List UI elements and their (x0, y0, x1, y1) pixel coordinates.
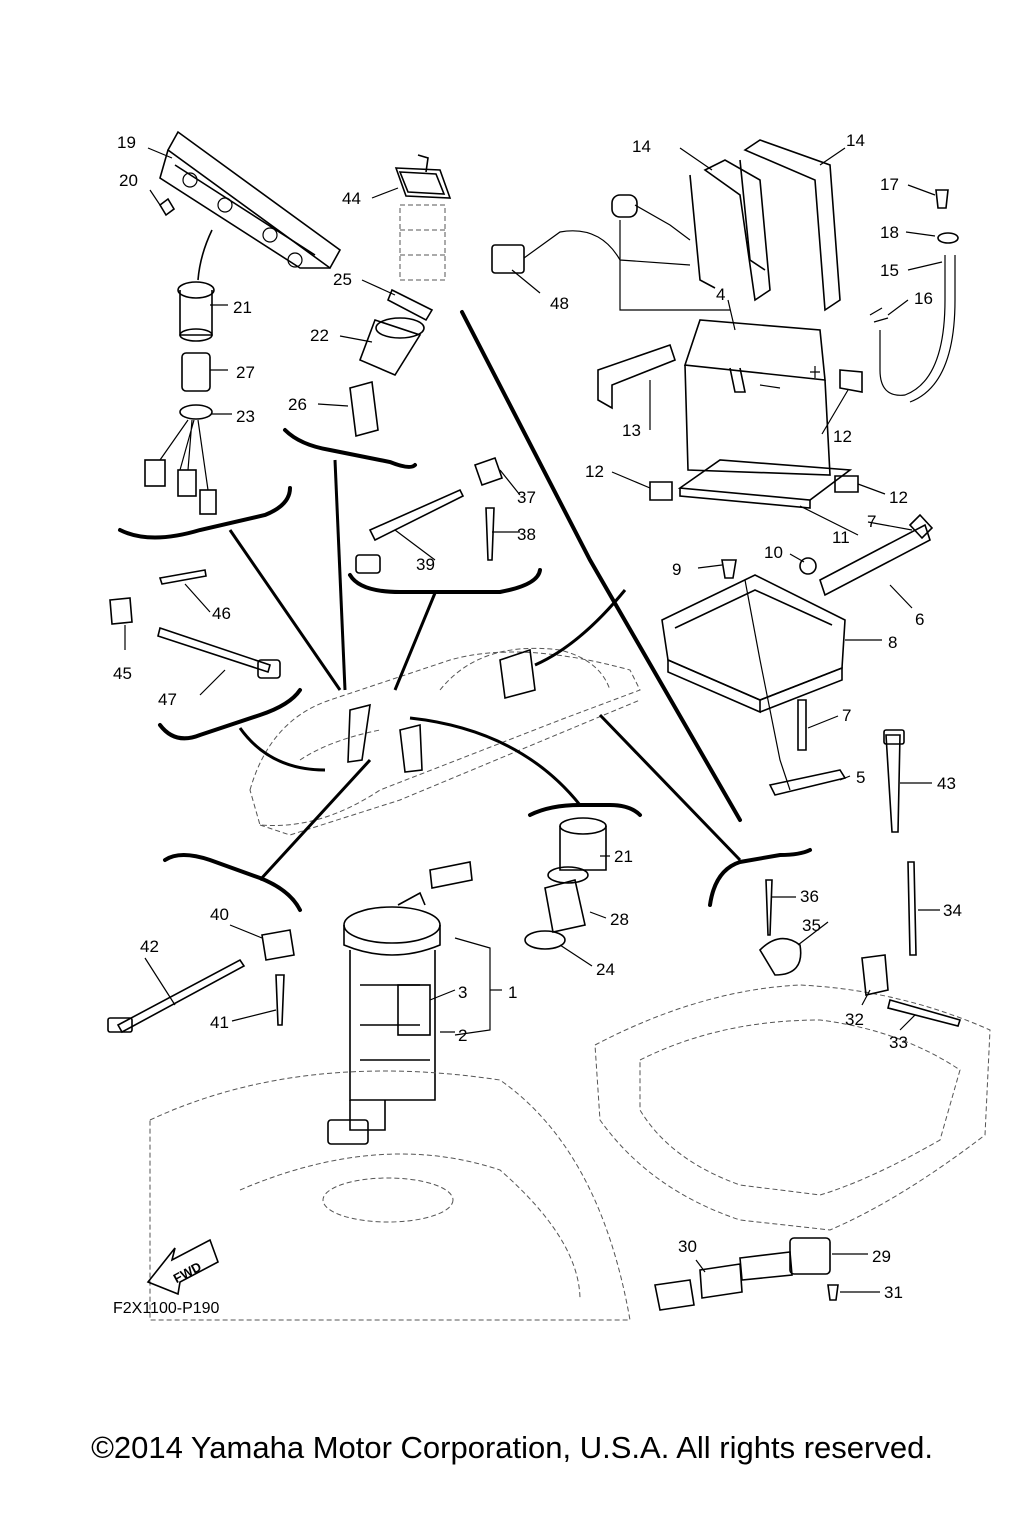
callout-3: 3 (458, 983, 467, 1002)
fasteners-right (758, 729, 962, 1027)
grommet-parts-right (524, 817, 607, 950)
callout-14b: 14 (846, 131, 865, 150)
callout-11: 11 (832, 528, 850, 547)
callout-42: 42 (140, 937, 159, 956)
callout-44: 44 (342, 189, 361, 208)
callout-32: 32 (845, 1010, 864, 1029)
fwd-arrow (146, 1238, 219, 1296)
fasteners-middle (109, 456, 504, 679)
callout-33: 33 (889, 1033, 908, 1052)
callout-34: 34 (943, 901, 962, 920)
callout-12b: 12 (585, 462, 604, 481)
callout-18: 18 (880, 223, 899, 242)
callout-1: 1 (508, 983, 517, 1002)
leader-arrows (228, 459, 742, 882)
callout-17: 17 (880, 175, 899, 194)
callout-28: 28 (610, 910, 629, 929)
callout-9: 9 (672, 560, 681, 579)
callout-31: 31 (884, 1283, 903, 1302)
callout-20: 20 (119, 171, 138, 190)
watercraft-outline (249, 647, 641, 836)
grommet-parts-left (144, 281, 217, 515)
callout-45: 45 (113, 664, 132, 683)
callout-labels: 1 2 3 4 5 6 7 7 8 9 10 11 12 12 12 12 13… (113, 131, 962, 1302)
callout-23: 23 (236, 407, 255, 426)
callout-48: 48 (550, 294, 569, 313)
fuel-pump (327, 861, 473, 1145)
callout-26: 26 (288, 395, 307, 414)
callout-5: 5 (856, 768, 865, 787)
copyright-notice: ©2014 Yamaha Motor Corporation, U.S.A. A… (91, 1430, 933, 1465)
callout-14a: 14 (632, 137, 651, 156)
diagram-code: F2X1100-P190 (113, 1300, 220, 1317)
callout-22: 22 (310, 326, 329, 345)
callout-35: 35 (802, 916, 821, 935)
fasteners-lower-left (107, 929, 295, 1034)
callout-38: 38 (517, 525, 536, 544)
callout-25: 25 (333, 270, 352, 289)
callout-30: 30 (678, 1237, 697, 1256)
switch-assembly (654, 1237, 839, 1311)
callout-36: 36 (800, 887, 819, 906)
group-brackets (118, 310, 812, 912)
callout-43: 43 (937, 774, 956, 793)
fwd-label: FWD (171, 1259, 204, 1286)
battery-box (661, 513, 934, 796)
callout-2: 2 (458, 1026, 467, 1045)
grommet-parts-center (349, 288, 434, 438)
filter-44 (394, 154, 452, 281)
callout-10: 10 (764, 543, 783, 562)
callout-15: 15 (880, 261, 899, 280)
callout-8: 8 (888, 633, 897, 652)
callout-12c: 12 (889, 488, 908, 507)
callout-13: 13 (622, 421, 641, 440)
callout-47: 47 (158, 690, 177, 709)
callout-leaders (124, 147, 943, 1293)
callout-19: 19 (117, 133, 136, 152)
callout-27: 27 (236, 363, 255, 382)
callout-21b: 21 (614, 847, 633, 866)
meter-assembly (158, 130, 342, 281)
callout-39: 39 (416, 555, 435, 574)
callout-46: 46 (212, 604, 231, 623)
callout-40: 40 (210, 905, 229, 924)
callout-16: 16 (914, 289, 933, 308)
callout-6: 6 (915, 610, 924, 629)
callout-21a: 21 (233, 298, 252, 317)
callout-7a: 7 (867, 512, 876, 531)
fuel-tank-outline (149, 1070, 631, 1321)
callout-37: 37 (517, 488, 536, 507)
callout-24: 24 (596, 960, 615, 979)
deck-outline (594, 984, 991, 1231)
callout-4: 4 (716, 285, 725, 304)
callout-41: 41 (210, 1013, 229, 1032)
callout-7b: 7 (842, 706, 851, 725)
callout-29: 29 (872, 1247, 891, 1266)
battery-section (491, 139, 959, 509)
callout-12a: 12 (833, 427, 852, 446)
